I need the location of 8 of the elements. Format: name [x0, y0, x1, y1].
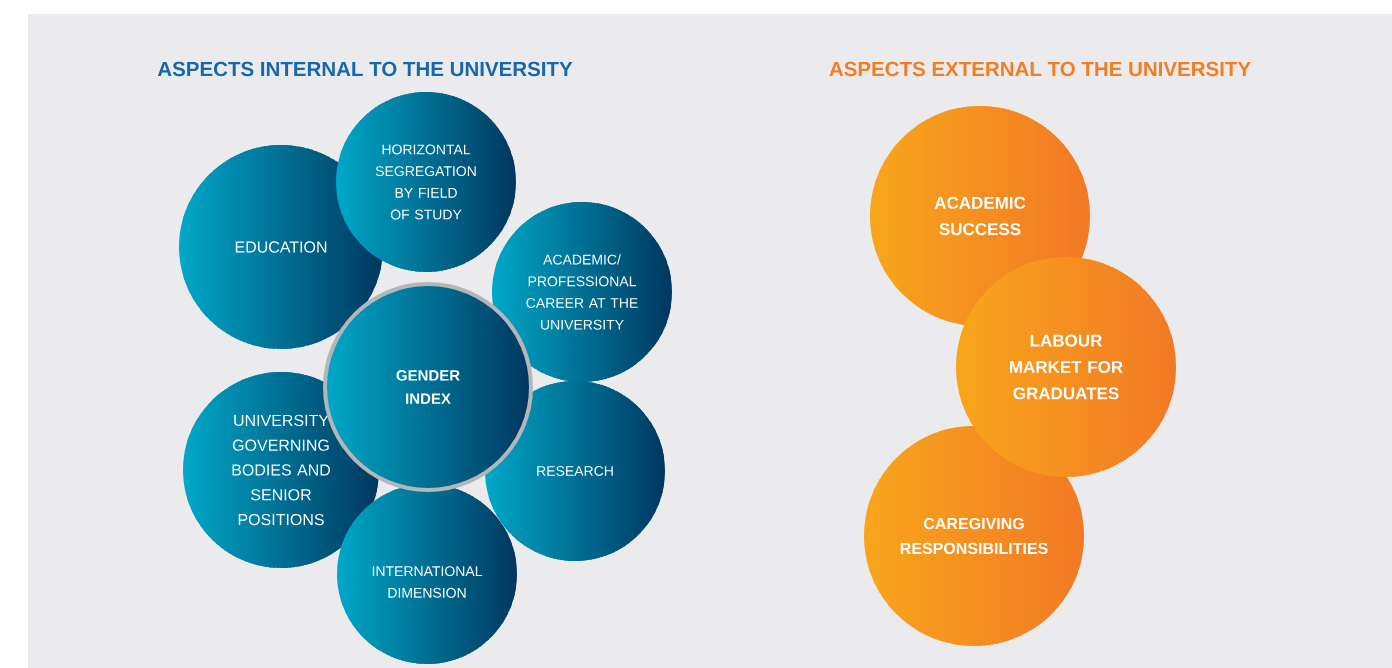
node-label: INTERNATIONAL DIMENSION	[372, 566, 483, 598]
section-heading: ASPECTS EXTERNAL TO THE UNIVERSITY	[829, 61, 1251, 77]
node-label: LABOUR MARKET FOR GRADUATES	[1010, 334, 1123, 400]
node-label: RESEARCH	[537, 466, 613, 476]
node-label: EDUCATION	[235, 241, 327, 253]
node-label: HORIZONTAL SEGREGATION BY FIELD OF STUDY	[375, 144, 476, 220]
node-label: CAREGIVING RESPONSIBILITIES	[900, 517, 1048, 555]
node-label: ACADEMIC SUCCESS	[934, 196, 1026, 236]
